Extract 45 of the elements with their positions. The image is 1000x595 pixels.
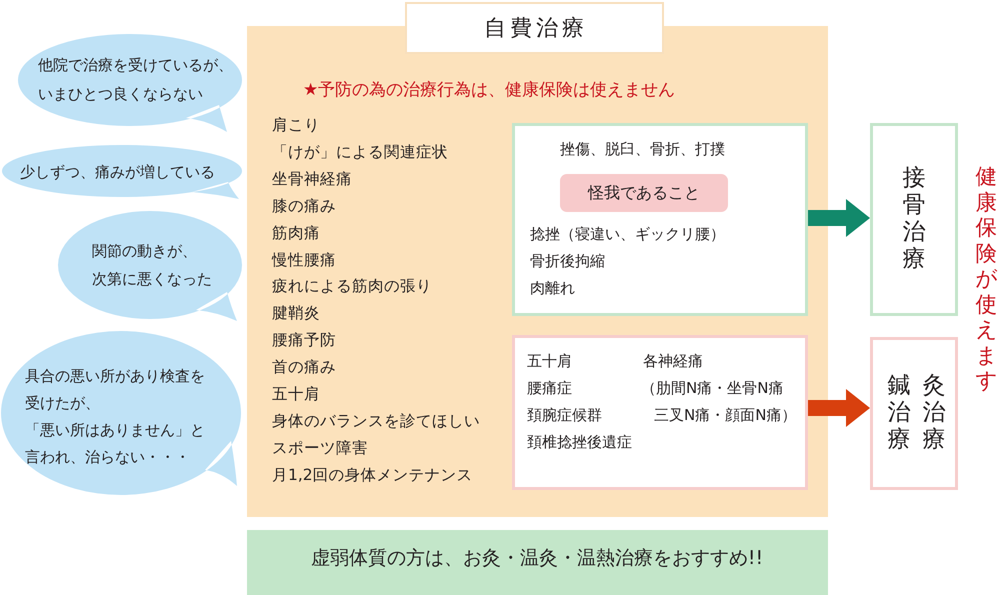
list-item: 膝の痛み — [272, 196, 336, 217]
list-item: スポーツ障害 — [272, 438, 368, 459]
highlight-box — [560, 174, 728, 212]
list-item: 腰痛予防 — [272, 330, 336, 352]
list-item: 各神経痛 — [643, 351, 703, 372]
vertical-label: 鍼治療 — [888, 372, 910, 454]
list-item: 「けが」による関連症状 — [272, 142, 448, 163]
list-item: （肋間N痛・坐骨N痛三叉N痛・顔面N痛） — [641, 378, 798, 426]
banner-text: 虚弱体質の方は、お灸・温灸・温熱治療をおすすめ!! — [310, 546, 764, 571]
title-tab — [405, 2, 664, 54]
list-item: 五十肩 — [272, 384, 320, 405]
list-item: 腱鞘炎 — [272, 303, 320, 324]
recommendation-banner — [247, 530, 828, 595]
vertical-note: 健康保険が使えます — [975, 164, 997, 394]
arrow — [808, 199, 870, 237]
list-item: 慢性腰痛 — [272, 250, 336, 270]
vertical-label: 灸治療 — [922, 372, 946, 454]
bubble-text: 少しずつ、痛みが増している — [20, 162, 215, 183]
list-item: 腰痛症 — [527, 378, 572, 399]
list-item: 五十肩 — [527, 351, 572, 372]
list-item: 身体のバランスを診てほしい — [272, 410, 480, 432]
list-item: 月1,2回の身体メンテナンス — [272, 464, 473, 486]
list-item: 挫傷、脱臼、骨折、打撲 — [560, 139, 725, 160]
vertical-label: 接骨治療 — [902, 165, 926, 273]
list-item: 疲れによる筋肉の張り — [272, 276, 432, 298]
bubble-text: 具合の悪い所があり検査を受けたが、「悪い所はありません」と言われ、治らない・・・ — [25, 366, 206, 468]
list-item: 筋肉痛 — [272, 222, 320, 244]
treatment-box — [870, 337, 958, 490]
heading: 自費治療 — [484, 15, 588, 43]
list-item: 捻挫（寝違い、ギックリ腰） — [530, 224, 725, 245]
category-box — [512, 123, 808, 316]
bubble-text: 関節の動きが、次第に悪くなった — [92, 240, 213, 290]
list-item: 頚椎捻挫後遺症 — [527, 432, 632, 453]
bubble-text: 他院で治療を受けているが、いまひとつ良くならない — [38, 54, 234, 104]
list-item: 坐骨神経痛 — [272, 168, 352, 190]
category-box — [512, 335, 808, 490]
list-item: 肩こり — [272, 115, 320, 136]
list-item: 骨折後拘縮 — [530, 251, 605, 272]
notice-text: ★予防の為の治療行為は、健康保険は使えません — [303, 79, 676, 102]
list-item: 肉離れ — [530, 278, 575, 299]
badge-text: 怪我であること — [588, 182, 700, 204]
list-item: 頚腕症候群 — [527, 405, 602, 426]
arrow — [808, 389, 870, 427]
treatment-box — [870, 123, 958, 316]
list-item: 首の痛み — [272, 357, 336, 378]
